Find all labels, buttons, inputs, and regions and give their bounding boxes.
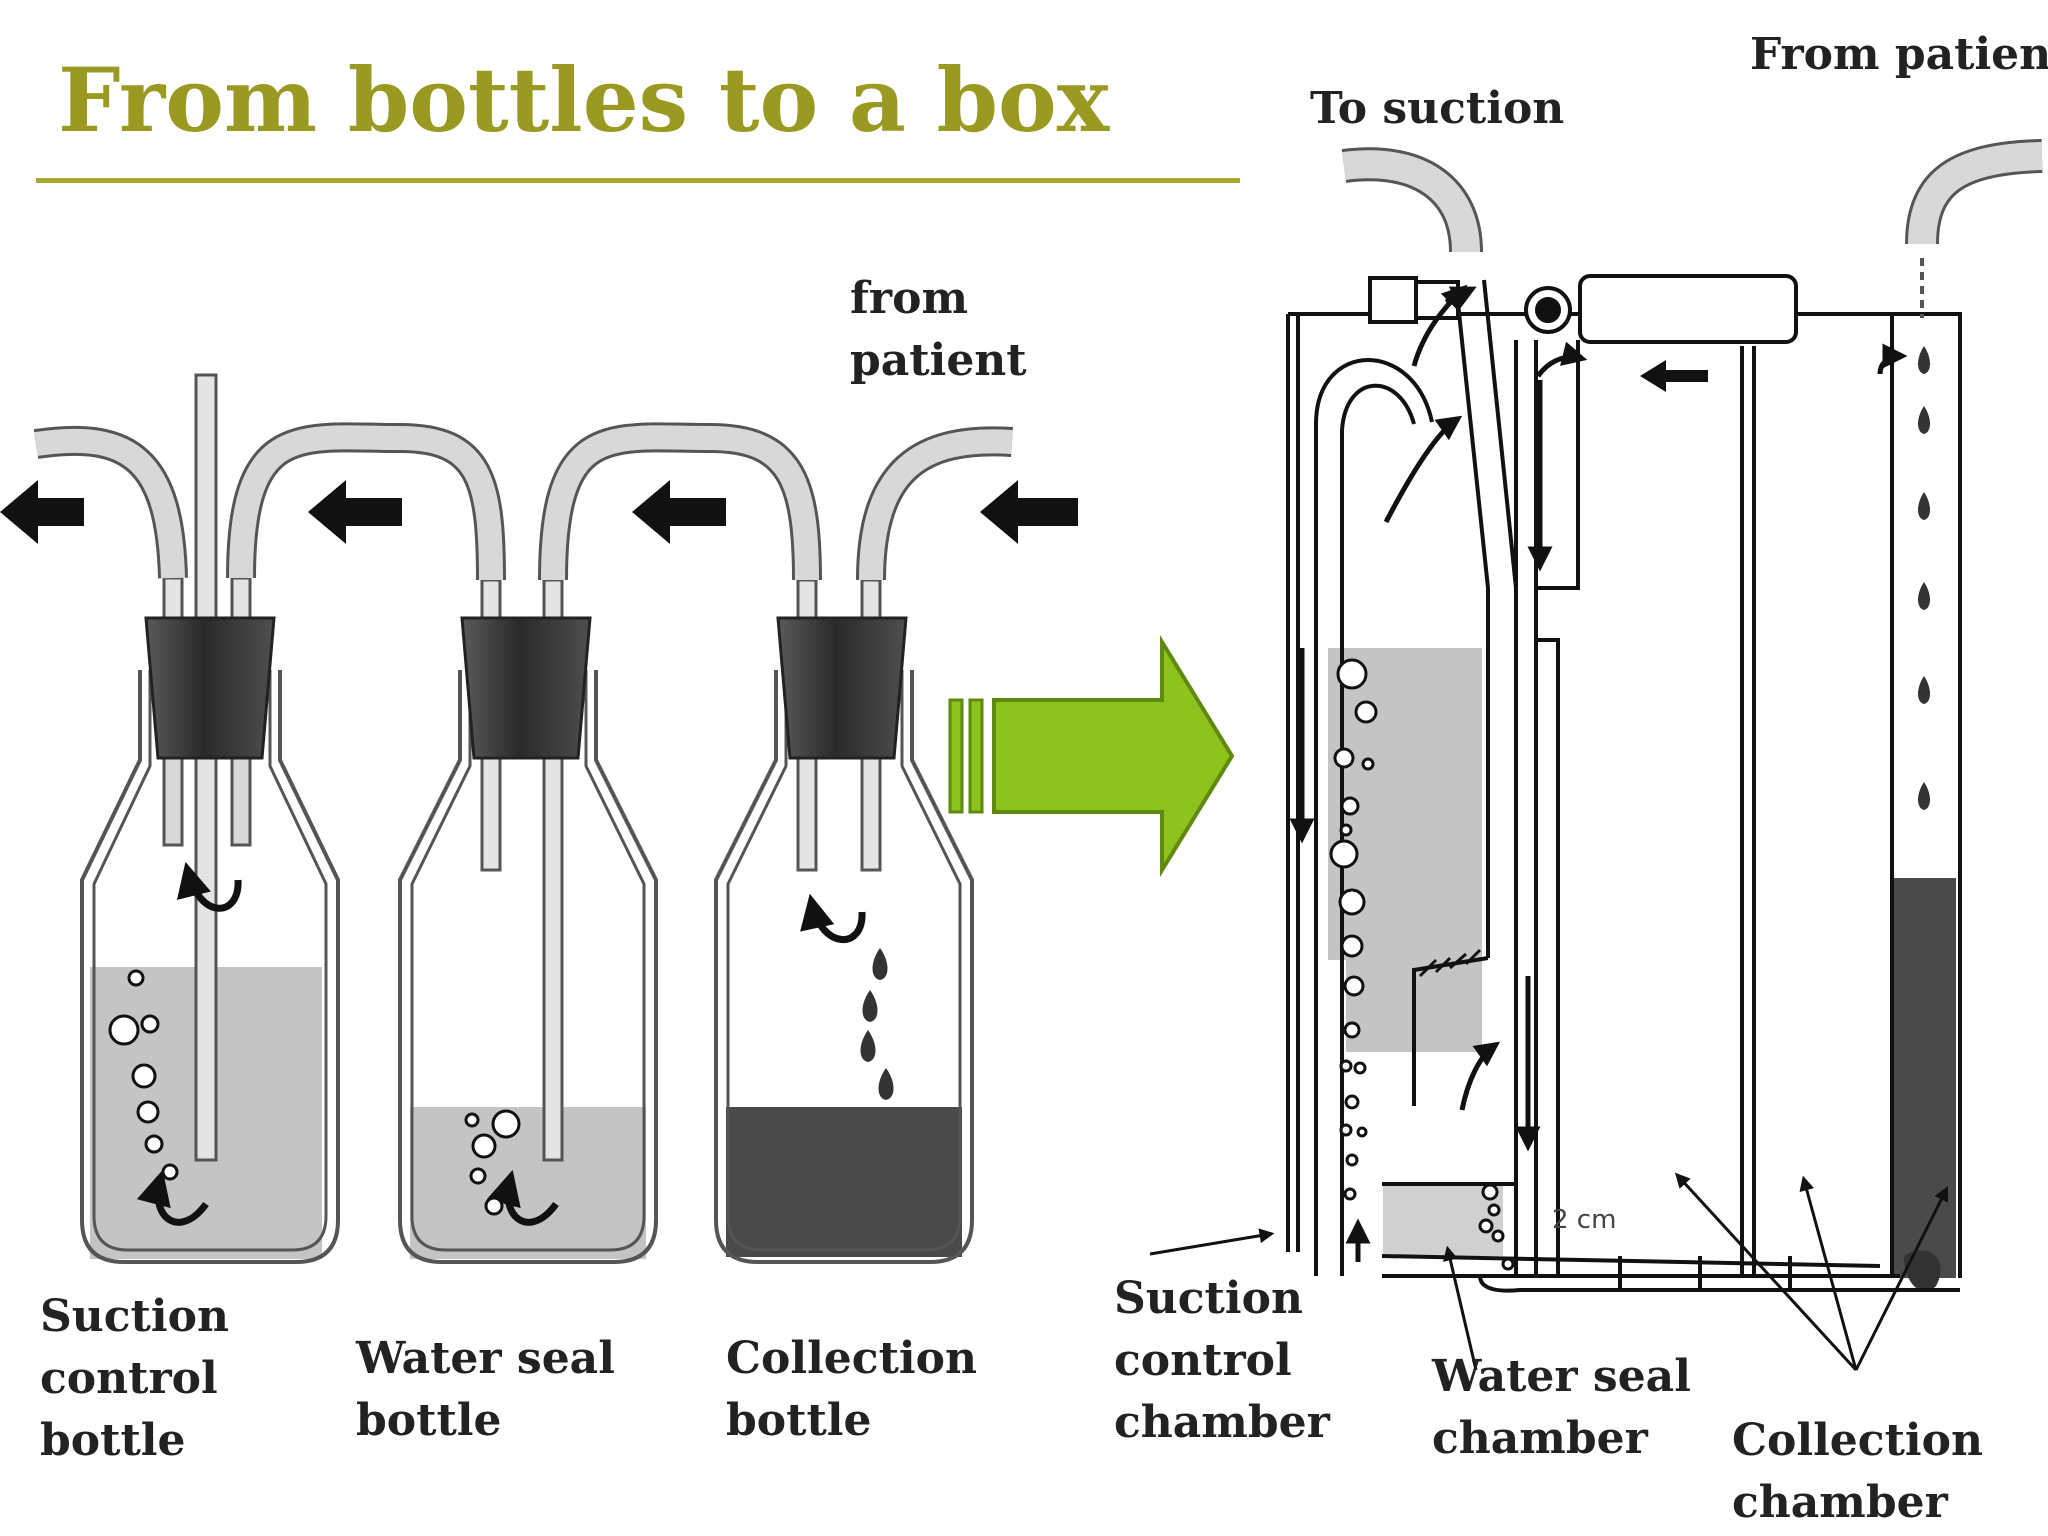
box-tubing bbox=[1341, 139, 2043, 318]
to-suction-label: To suction bbox=[1310, 83, 1565, 134]
water-seal-bottle-label: Water seal bottle bbox=[356, 1333, 615, 1446]
suction-control-chamber-label: Suction control chamber bbox=[1114, 1273, 1330, 1448]
from-patient-box-label: From patient bbox=[1750, 29, 2048, 80]
water-seal-bottle bbox=[398, 578, 658, 1264]
drainage-box: 2 cm bbox=[1149, 139, 2043, 1372]
scale-mark: 2 cm bbox=[1552, 1205, 1616, 1235]
drop-icon bbox=[1918, 346, 1930, 810]
drop-icon bbox=[860, 948, 894, 1100]
collection-bottle bbox=[714, 578, 974, 1264]
suction-control-bottle bbox=[80, 373, 340, 1264]
page-title: From bottles to a box bbox=[58, 48, 1110, 152]
curved-arrow-icon bbox=[1289, 284, 1908, 1262]
title-rule bbox=[36, 178, 1240, 183]
collection-bottle-label: Collection bottle bbox=[726, 1333, 977, 1446]
collection-chamber-label: Collection chamber bbox=[1732, 1415, 1983, 1528]
big-right-arrow-icon bbox=[948, 634, 1235, 878]
bottle-system bbox=[0, 373, 1078, 1264]
left-arrow-icon bbox=[0, 480, 1078, 544]
bubble-icon bbox=[108, 969, 521, 1216]
from-patient-label: from patient bbox=[850, 273, 1027, 386]
suction-control-bottle-label: Suction control bottle bbox=[40, 1291, 229, 1466]
water-seal-chamber-label: Water seal chamber bbox=[1432, 1351, 1691, 1464]
bubble-icon bbox=[1329, 658, 1515, 1271]
tubing bbox=[33, 422, 1013, 581]
leader-lines bbox=[1149, 1172, 1949, 1372]
left-arrow-icon bbox=[1640, 360, 1708, 392]
top-fittings bbox=[1368, 274, 1798, 344]
curved-arrow-icon bbox=[136, 861, 866, 1226]
